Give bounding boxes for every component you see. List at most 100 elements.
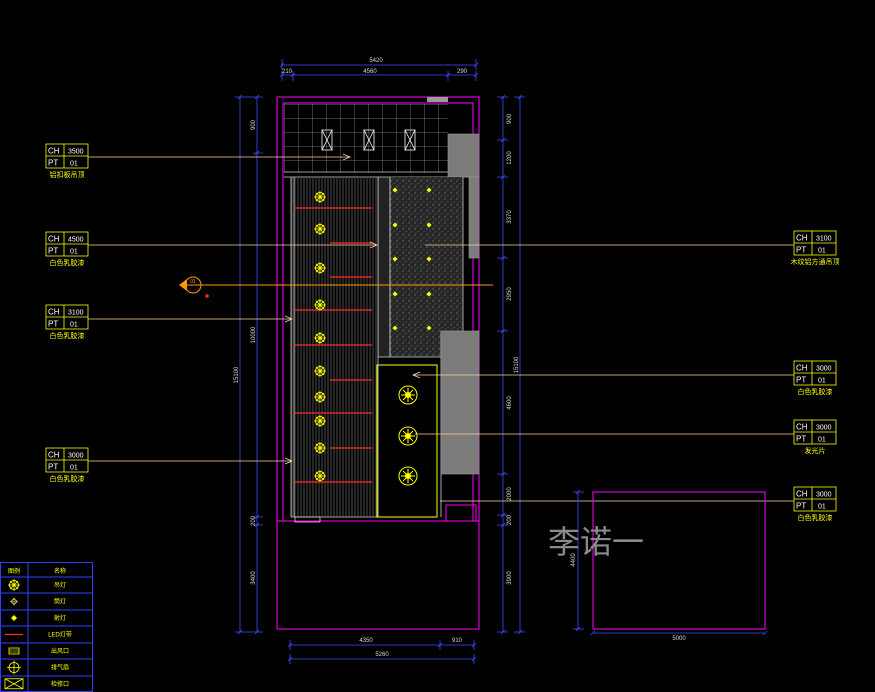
small-duct <box>445 504 477 522</box>
tag-pt-label: PT <box>796 246 806 255</box>
top-dimensions: 5420 210 4560 290 <box>279 58 479 81</box>
tag-pt-label: PT <box>796 435 806 444</box>
legend-row: 吊灯 <box>0 576 93 592</box>
exhaust-fan-icon <box>7 660 21 675</box>
panel-light-3 <box>404 129 416 151</box>
bottom-dimensions: 4350 910 5260 <box>287 638 477 664</box>
legend-row-label: 筒灯 <box>54 598 66 606</box>
top-window <box>427 97 448 102</box>
spotlight-icon <box>11 615 17 621</box>
ceiling-lamp-icon <box>398 426 418 446</box>
tag-ch-value: 3100 <box>68 310 84 317</box>
tag-divider <box>794 487 836 511</box>
downlight-icon <box>10 597 18 606</box>
tag-ch-value: 3000 <box>68 453 84 460</box>
leader-left-2 <box>88 241 379 249</box>
tag-pt-value: 01 <box>818 504 826 511</box>
side-room: 4400 5000 <box>571 489 768 642</box>
tag-ch-value: 3500 <box>68 149 84 156</box>
tag-material-label: 发光片 <box>805 446 826 455</box>
leader-right-2 <box>411 371 794 379</box>
tag-pt-label: PT <box>48 463 58 472</box>
textured-panel-border <box>378 177 464 517</box>
wood-slat-ceiling <box>291 177 378 517</box>
threshold-left <box>294 516 321 523</box>
legend-row-label: 出风口 <box>51 647 69 655</box>
top-dimension-left: 210 <box>282 69 293 75</box>
tag-ch-label: CH <box>48 235 60 244</box>
tag-material-label: 木纹铝方通吊顶 <box>791 257 840 266</box>
tag-ch-value: 3000 <box>816 492 832 499</box>
legend-row-label: 吊灯 <box>54 581 66 589</box>
right-dimension-7: 200 <box>507 514 513 525</box>
legend-row: 排气扇 <box>0 658 93 675</box>
legend-row: 射灯 <box>0 609 93 622</box>
section-bubble <box>184 276 202 294</box>
fixture-marks <box>294 187 432 483</box>
tag-ch-label: CH <box>796 423 808 432</box>
bottom-overall-dimension-line <box>287 654 477 664</box>
tag-pt-value: 01 <box>818 378 826 385</box>
right-dimension-6: 2000 <box>507 487 513 501</box>
bottom-segment-dimension-line <box>287 640 477 650</box>
right-dimension-8: 3900 <box>507 571 513 585</box>
side-room-width-line <box>590 630 768 636</box>
side-room-height-line <box>573 489 584 632</box>
tag-ch-label: CH <box>796 490 808 499</box>
tag-material-label: 白色乳胶漆 <box>798 513 833 522</box>
leader-left-4 <box>88 457 294 465</box>
left-overall-dimension-line <box>235 94 263 635</box>
tag-material-label: 白色乳胶漆 <box>50 258 85 267</box>
right-dimension-3: 3370 <box>507 210 513 224</box>
grid-ceiling-panel <box>284 104 448 172</box>
right-dimension-2: 1200 <box>507 151 513 165</box>
tag-ch-label: CH <box>48 451 60 460</box>
left-dimension-4: 3400 <box>251 571 257 585</box>
left-overall-dimension: 15100 <box>234 366 240 383</box>
tag-ch-value: 3100 <box>816 236 832 243</box>
tag-ch-label: CH <box>48 147 60 156</box>
leader-left-3 <box>88 315 294 323</box>
access-panel-icon <box>4 678 24 690</box>
tag-divider <box>794 420 836 444</box>
legend-row-label: 排气扇 <box>51 664 69 672</box>
section-number: 01 <box>190 279 196 285</box>
tag-divider <box>794 231 836 255</box>
side-room-height: 4400 <box>571 553 577 567</box>
right-dimensions: 900 1200 3370 2950 4600 2000 200 3900 15… <box>497 94 525 635</box>
slat-strip <box>378 177 390 357</box>
legend-row-label: LED灯带 <box>48 631 72 639</box>
legend-table: 图例名称吊灯筒灯射灯LED灯带出风口排气扇检修口 <box>0 562 93 692</box>
tag-pt-value: 01 <box>818 248 826 255</box>
column-block-lower <box>440 330 480 475</box>
left-dimension-3: 200 <box>251 515 257 526</box>
bottom-dimension-right: 910 <box>452 638 463 644</box>
tag-divider <box>46 448 88 472</box>
panel-light-1 <box>321 129 333 151</box>
tag-pt-value: 01 <box>70 249 78 256</box>
top-dimension-right: 290 <box>457 69 468 75</box>
leader-left-1 <box>88 153 352 161</box>
legend-header-symbol: 图例 <box>8 567 20 575</box>
tag-pt-value: 01 <box>70 465 78 472</box>
grip-point <box>205 294 209 298</box>
tag-material-label: 白色乳胶漆 <box>798 387 833 396</box>
bottom-dimension-left: 4350 <box>359 638 373 644</box>
panel-light-2 <box>363 129 375 151</box>
tag-pt-label: PT <box>48 320 58 329</box>
slat-ceiling-border <box>290 177 379 518</box>
legend-row: 筒灯 <box>0 592 93 606</box>
tag-ch-value: 3000 <box>816 366 832 373</box>
tag-pt-label: PT <box>48 247 58 256</box>
top-dimension-middle: 4560 <box>363 69 377 75</box>
tag-pt-label: PT <box>796 502 806 511</box>
air-vent-icon <box>8 647 20 655</box>
column-block-upper <box>447 133 480 178</box>
section-marker: 01 <box>179 276 493 298</box>
